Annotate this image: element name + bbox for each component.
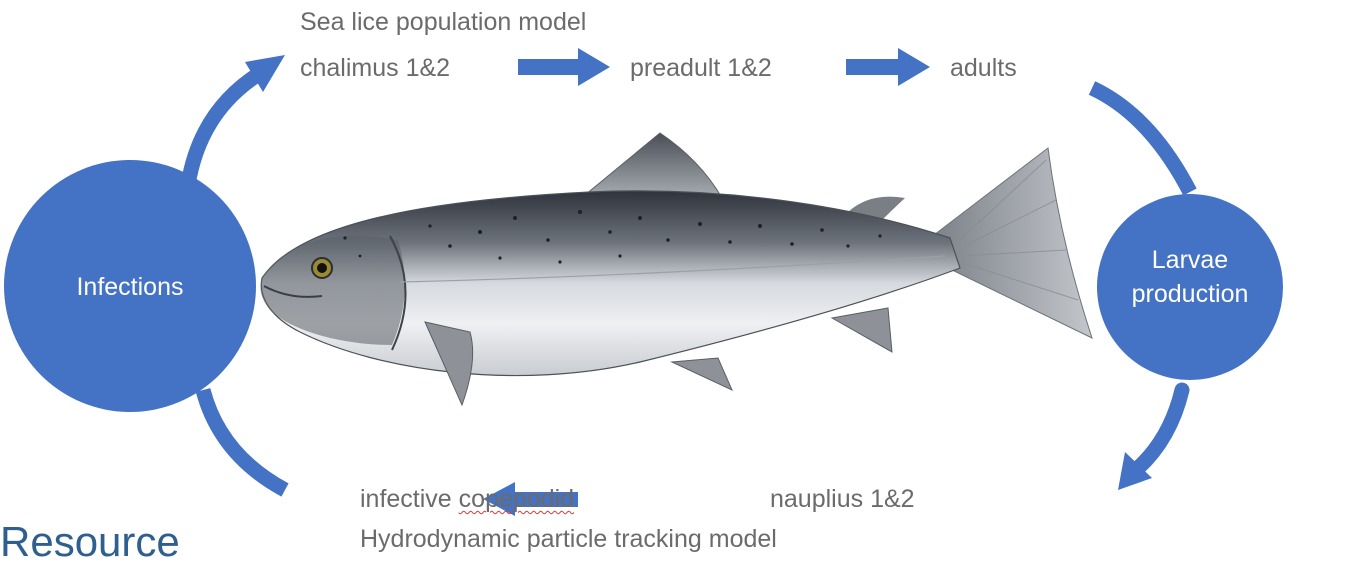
stage-arrow-1 [518,48,610,86]
larvae-line-2: production [1110,278,1270,312]
cycle-arrow-top-right [1092,88,1190,192]
stage-infective-copepodid-text: infective copepodid [360,485,574,513]
larvae-line-1: Larvae [1110,244,1270,278]
sea-lice-model-title: Sea lice population model [300,10,586,35]
stage-arrow-2 [846,48,930,86]
particle-tracking-model-title: Hydrodynamic particle tracking model [360,527,777,552]
salmon-dorsal-fin [585,133,722,198]
stage-chalimus: chalimus 1&2 [300,56,450,81]
resource-heading: Resource [0,521,180,563]
stage-preadult: preadult 1&2 [630,56,772,81]
stage-adults: adults [950,56,1017,81]
infections-text: Infections [76,273,183,301]
stage-infective-copepodid: infective copepodid [360,487,574,512]
larvae-production-label: Larvae production [1110,244,1270,312]
infections-label: Infections [40,271,220,305]
cycle-arrow-bottom-left [203,390,285,490]
spellcheck-underline: copepodid [459,485,574,513]
salmon-tail [930,148,1092,338]
salmon-illustration [260,133,1092,405]
stage-nauplius: nauplius 1&2 [770,487,915,512]
cycle-arrow-bottom-right [1136,390,1182,470]
cycle-arrow-top-left [188,72,262,185]
